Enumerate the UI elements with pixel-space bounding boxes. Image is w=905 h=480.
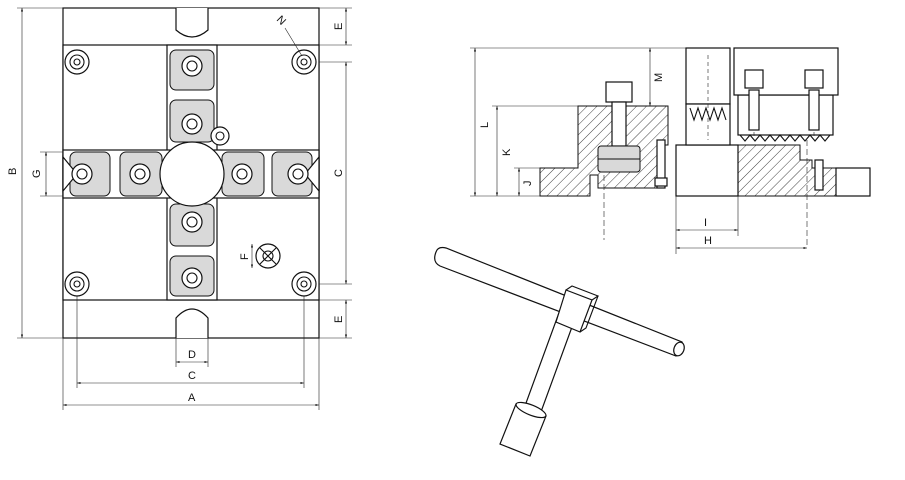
section-view: L K J M I H bbox=[470, 47, 871, 254]
mounting-holes bbox=[64, 49, 317, 297]
label-j: J bbox=[522, 181, 534, 187]
label-b: B bbox=[7, 168, 19, 175]
label-k: K bbox=[501, 148, 513, 156]
jaw-screws bbox=[71, 55, 309, 289]
section-body-right bbox=[737, 144, 837, 197]
label-m: M bbox=[653, 73, 665, 82]
label-g: G bbox=[31, 169, 43, 178]
label-l: L bbox=[479, 122, 491, 128]
top-view: A C D B G C E E F N bbox=[7, 7, 352, 410]
label-d: D bbox=[188, 349, 196, 361]
label-e-top: E bbox=[333, 23, 345, 30]
label-e-bottom: E bbox=[333, 316, 345, 323]
bolt bbox=[605, 81, 633, 103]
label-h: H bbox=[704, 235, 712, 247]
dimension-lines bbox=[17, 7, 352, 410]
section-dimension-lines bbox=[470, 47, 807, 254]
label-f: F bbox=[239, 253, 251, 260]
center-hub bbox=[159, 141, 225, 207]
label-i: I bbox=[704, 217, 707, 229]
label-c-bottom: C bbox=[188, 370, 196, 382]
t-handle-wrench bbox=[434, 246, 685, 457]
label-a: A bbox=[188, 392, 196, 404]
label-c-right: C bbox=[333, 169, 345, 177]
